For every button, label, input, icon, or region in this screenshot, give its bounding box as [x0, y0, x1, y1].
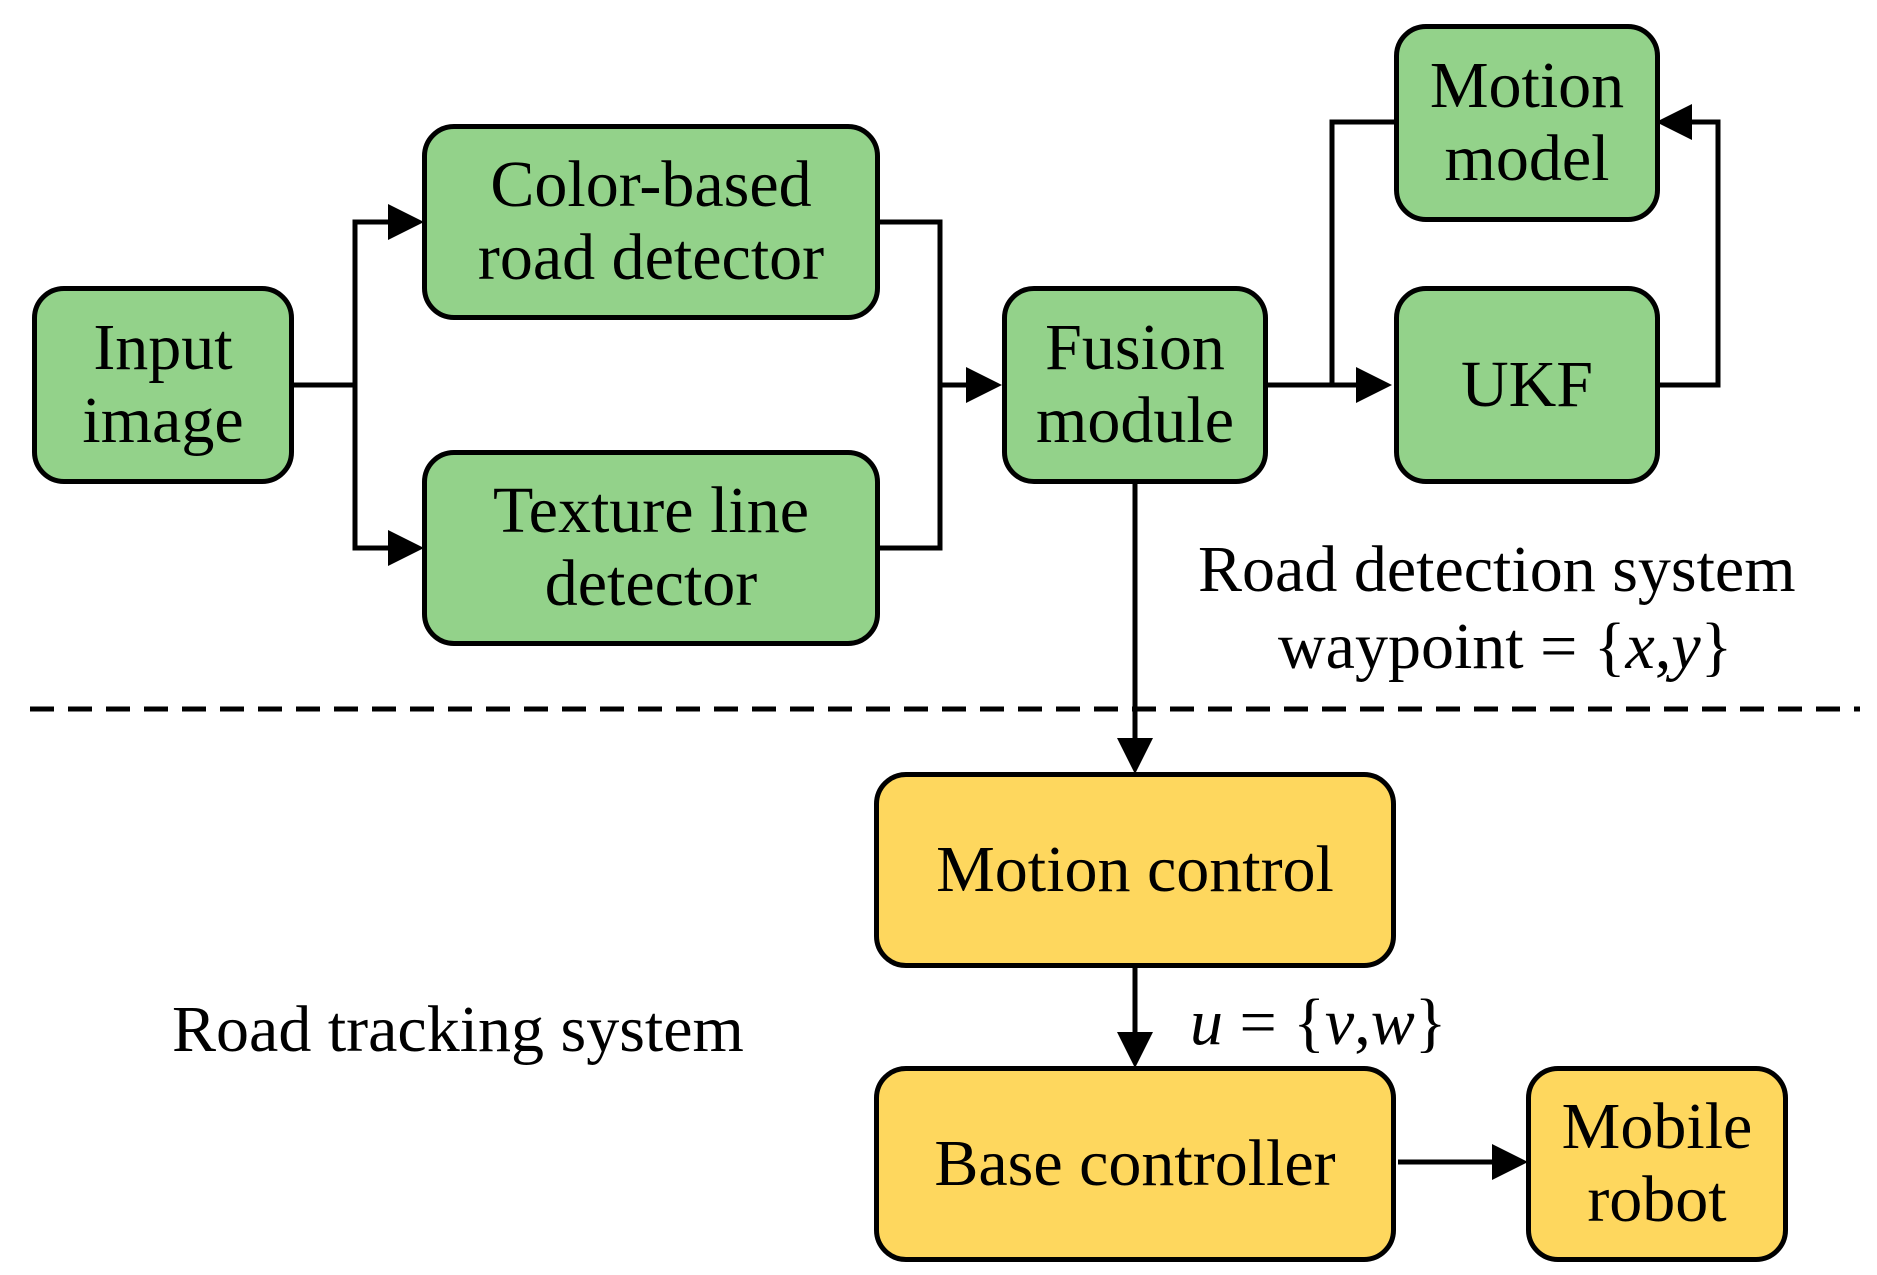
arrow-to-texture [388, 530, 424, 566]
arrow-to-base-controller [1117, 1032, 1153, 1068]
texture-detector-line-1: Texture line [492, 474, 810, 548]
arrow-to-color [388, 204, 424, 240]
color-detector-line-2: road detector [477, 221, 825, 294]
control-suffix: } [1414, 986, 1447, 1059]
motion-control-node: Motion control [874, 772, 1396, 968]
mobile-robot-line-1: Mobile [1561, 1090, 1753, 1164]
input-image-node: Input image [32, 286, 294, 484]
edge-split-to-color [352, 219, 388, 385]
mobile-robot-line-2: robot [1587, 1163, 1727, 1236]
input-image-line-1: Input [93, 311, 233, 385]
edge-ukf-to-motion-model [1656, 119, 1721, 388]
color-detector-line-1: Color-based [490, 148, 812, 222]
waypoint-sep: , [1654, 610, 1672, 683]
motion-model-line-2: model [1444, 122, 1610, 195]
arrow-to-motion-model [1656, 104, 1692, 140]
motion-control-label: Motion control [936, 832, 1334, 906]
road-tracking-system-label: Road tracking system [172, 993, 744, 1066]
base-controller-node: Base controller [874, 1066, 1396, 1262]
waypoint-x: x [1625, 610, 1655, 683]
fusion-module-node: Fusion module [1002, 286, 1268, 484]
waypoint-formula: waypoint = {x,y} [1278, 614, 1732, 680]
mobile-robot-node: Mobile robot [1526, 1066, 1788, 1262]
motion-model-node: Motion model [1394, 24, 1660, 222]
control-v: v [1324, 986, 1355, 1059]
waypoint-y: y [1671, 610, 1701, 683]
waypoint-suffix: } [1700, 610, 1733, 683]
control-formula: u = {v,w} [1190, 990, 1446, 1056]
texture-line-detector-node: Texture line detector [422, 450, 880, 646]
edge-color-to-join [880, 219, 943, 551]
fusion-module-line-1: Fusion [1045, 311, 1225, 385]
texture-detector-line-2: detector [544, 547, 758, 620]
arrow-to-ukf [1356, 367, 1392, 403]
waypoint-prefix: waypoint = { [1278, 610, 1626, 683]
edge-split-to-motion-model [1329, 119, 1398, 385]
motion-model-line-1: Motion [1429, 49, 1625, 123]
control-eq: = { [1223, 986, 1325, 1059]
arrow-to-motion-control [1117, 738, 1153, 774]
base-controller-label: Base controller [934, 1126, 1336, 1200]
control-sep: , [1354, 986, 1371, 1059]
fusion-module-line-2: module [1036, 384, 1234, 457]
arrow-to-fusion [966, 367, 1002, 403]
arrow-to-mobile-robot [1492, 1144, 1528, 1180]
road-detection-system-label: Road detection system [1198, 533, 1796, 606]
control-u: u [1190, 986, 1223, 1059]
ukf-node: UKF [1394, 286, 1660, 484]
color-based-road-detector-node: Color-based road detector [422, 124, 880, 320]
edge-split-to-texture [352, 385, 388, 551]
input-image-line-2: image [82, 384, 244, 457]
control-w: w [1370, 986, 1415, 1059]
ukf-label: UKF [1460, 347, 1594, 421]
